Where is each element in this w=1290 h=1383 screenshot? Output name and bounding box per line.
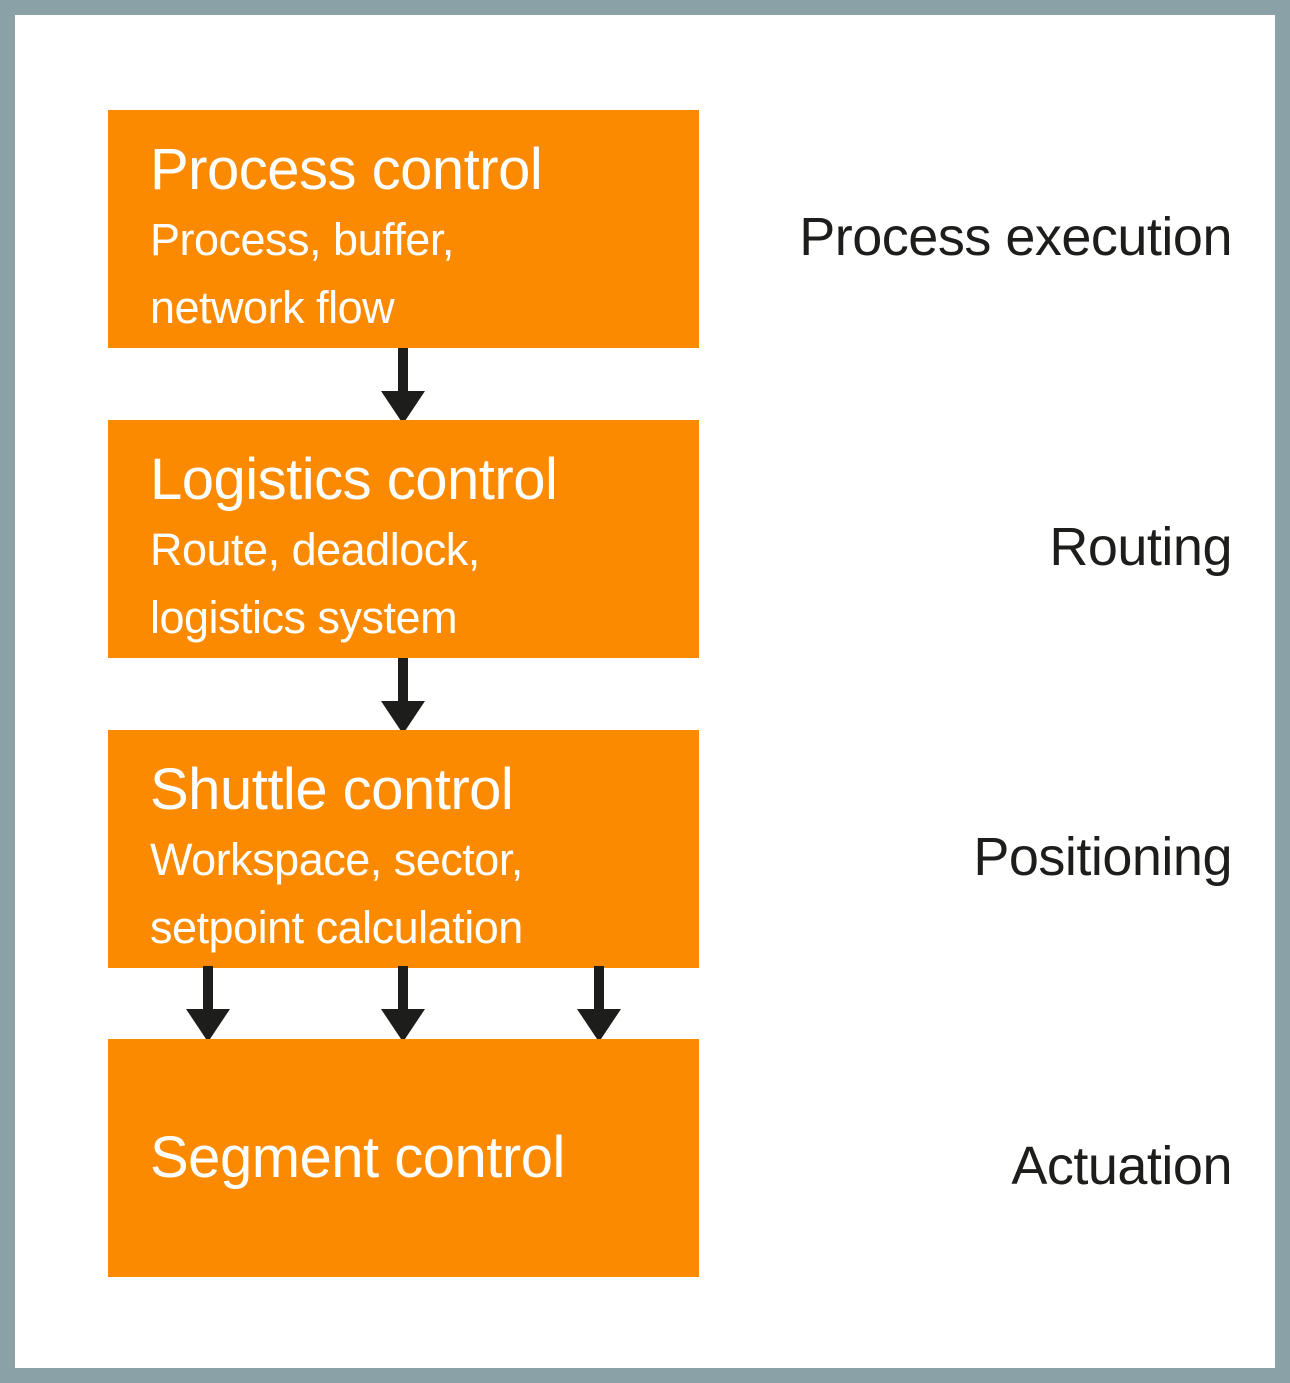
box-subtitle-line1: Process, buffer,	[150, 214, 454, 265]
box-title: Logistics control	[150, 447, 558, 512]
box-subtitle-line1: Route, deadlock,	[150, 524, 480, 575]
arrow-stem	[203, 966, 213, 1009]
side-label-positioning: Positioning	[973, 827, 1232, 887]
box-subtitle-line2: network flow	[150, 282, 395, 333]
box-title: Shuttle control	[150, 757, 514, 822]
box-logistics-control: Logistics control Route, deadlock, logis…	[108, 420, 699, 658]
side-label-process-execution: Process execution	[799, 207, 1232, 267]
flow-arrow-process-to-logistics	[381, 348, 425, 424]
arrow-stem	[398, 966, 408, 1009]
box-subtitle-line1: Workspace, sector,	[150, 834, 523, 885]
flow-diagram: Process control Process, buffer, network…	[15, 15, 1275, 1368]
box-title: Segment control	[150, 1125, 565, 1190]
box-subtitle-line2: setpoint calculation	[150, 902, 523, 953]
box-title: Process control	[150, 137, 543, 202]
arrow-head-down-icon	[381, 391, 425, 424]
arrow-head-down-icon	[577, 1009, 621, 1042]
box-subtitle-line2: logistics system	[150, 592, 458, 643]
arrow-stem	[398, 348, 408, 391]
arrow-stem	[398, 658, 408, 701]
flow-arrow-shuttle-to-segment-right	[577, 966, 621, 1042]
arrow-head-down-icon	[186, 1009, 230, 1042]
side-label-routing: Routing	[1049, 517, 1232, 577]
arrow-head-down-icon	[381, 1009, 425, 1042]
flow-arrow-logistics-to-shuttle	[381, 658, 425, 734]
box-process-control: Process control Process, buffer, network…	[108, 110, 699, 348]
arrow-head-down-icon	[381, 701, 425, 734]
flow-arrow-shuttle-to-segment-left	[186, 966, 230, 1042]
side-label-actuation: Actuation	[1011, 1136, 1232, 1196]
arrow-stem	[594, 966, 604, 1009]
box-segment-control: Segment control	[108, 1039, 699, 1277]
box-shuttle-control: Shuttle control Workspace, sector, setpo…	[108, 730, 699, 968]
flow-arrow-shuttle-to-segment-center	[381, 966, 425, 1042]
